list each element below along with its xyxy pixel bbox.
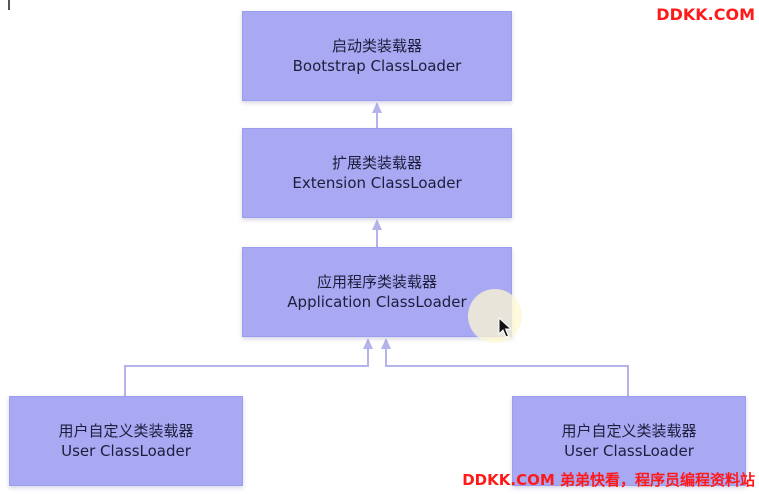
extension-cn-label: 扩展类装载器: [331, 154, 422, 172]
extension-en-label: Extension ClassLoader: [292, 174, 462, 192]
arrowhead-bootstrap: [372, 102, 382, 113]
user-classloader-right-box: 用户自定义类装载器 User ClassLoader: [512, 396, 746, 486]
user-classloader-left-box: 用户自定义类装载器 User ClassLoader: [9, 396, 243, 486]
user-left-en-label: User ClassLoader: [61, 442, 191, 460]
arrowhead-application-right: [381, 338, 391, 349]
arrowhead-application-left: [363, 338, 373, 349]
application-cn-label: 应用程序类装载器: [316, 273, 437, 291]
watermark-top: DDKK.COM: [656, 5, 755, 24]
connector-user-right-application: [385, 347, 629, 396]
watermark-bottom: DDKK.COM 弟弟快看，程序员编程资料站: [462, 471, 755, 489]
bootstrap-cn-label: 启动类装载器: [331, 37, 422, 55]
extension-classloader-box: 扩展类装载器 Extension ClassLoader: [242, 128, 512, 218]
bootstrap-en-label: Bootstrap ClassLoader: [292, 57, 462, 75]
mouse-pointer-icon: [498, 317, 512, 338]
user-right-cn-label: 用户自定义类装载器: [561, 422, 697, 440]
application-classloader-box: 应用程序类装载器 Application ClassLoader: [242, 247, 512, 337]
connector-user-left-application: [124, 347, 369, 396]
user-right-en-label: User ClassLoader: [564, 442, 694, 460]
cursor-highlight: [468, 289, 522, 343]
bootstrap-classloader-box: 启动类装载器 Bootstrap ClassLoader: [242, 11, 512, 101]
user-left-cn-label: 用户自定义类装载器: [58, 422, 194, 440]
window-edge-mark: [8, 0, 10, 10]
arrowhead-extension: [372, 219, 382, 230]
application-en-label: Application ClassLoader: [287, 293, 467, 311]
